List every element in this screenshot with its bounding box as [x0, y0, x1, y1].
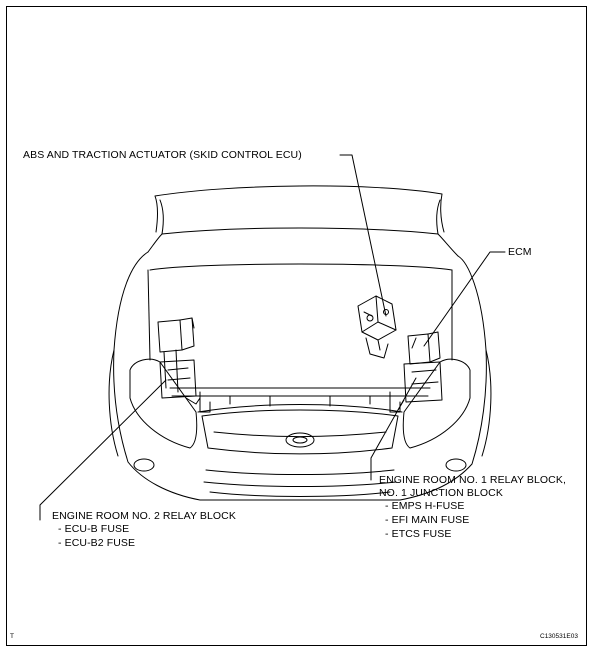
relay-block-1-item: - ETCS FUSE	[385, 528, 452, 540]
leader-ecm	[423, 251, 506, 347]
vehicle-body	[108, 251, 492, 501]
relay-block-1-item: - EFI MAIN FUSE	[385, 514, 470, 526]
relay-block-2-item: - ECU-B2 FUSE	[58, 537, 136, 549]
abs-actuator-component	[357, 295, 397, 359]
headlights	[129, 358, 471, 449]
relay-block-1-line-2: NO. 1 JUNCTION BLOCK	[379, 487, 503, 499]
front-grille	[133, 404, 467, 497]
open-hood	[147, 185, 459, 257]
relay-block-2-item: - ECU-B FUSE	[58, 523, 130, 535]
relay-block-2-component	[157, 317, 201, 405]
leader-relay-block-1	[370, 377, 417, 481]
leader-relay-block-2	[39, 379, 167, 521]
corner-mark: T	[10, 633, 14, 640]
relay-block-1-line-1: ENGINE ROOM NO. 1 RELAY BLOCK,	[379, 474, 566, 486]
leader-abs	[339, 154, 387, 317]
relay-block-2-title: ENGINE ROOM NO. 2 RELAY BLOCK	[52, 510, 236, 522]
abs-actuator-label: ABS AND TRACTION ACTUATOR (SKID CONTROL …	[23, 149, 302, 161]
leader-lines	[39, 154, 506, 521]
radiator-support	[169, 387, 431, 413]
relay-block-1-item: - EMPS H-FUSE	[385, 500, 465, 512]
figure-code: C130531E03	[540, 633, 578, 640]
ecm-label: ECM	[508, 246, 532, 258]
figure-frame	[6, 6, 587, 646]
